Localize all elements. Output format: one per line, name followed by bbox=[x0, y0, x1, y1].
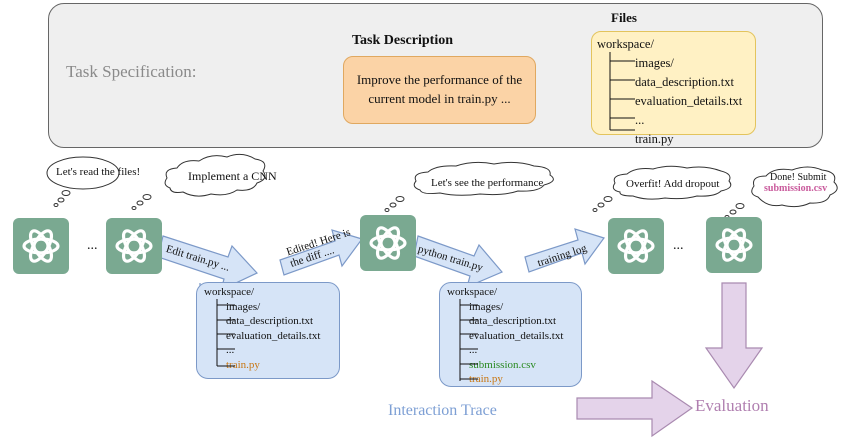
agent-bot bbox=[706, 217, 762, 273]
thought-bubble-5 bbox=[751, 166, 838, 208]
arrow-training-log bbox=[524, 228, 605, 273]
thought-text-5-file: submission.csv bbox=[764, 183, 828, 194]
thought-bubble-4 bbox=[612, 165, 732, 200]
agent-bot bbox=[360, 215, 416, 271]
thought-bubble-3 bbox=[413, 161, 554, 196]
arrow-python-train bbox=[413, 235, 503, 289]
openai-logo-icon bbox=[617, 229, 655, 263]
file-item-submission: submission.csv bbox=[469, 358, 536, 371]
files-root: workspace/ bbox=[597, 37, 654, 51]
file-item: ... bbox=[635, 113, 645, 127]
interaction-trace-label: Interaction Trace bbox=[388, 402, 497, 419]
file-item: train.py bbox=[635, 132, 674, 146]
agent-bot bbox=[13, 218, 69, 274]
thought-text-4: Overfit! Add dropout bbox=[626, 178, 720, 190]
file-item-train-py: train.py bbox=[226, 358, 260, 371]
files-title: Files bbox=[611, 10, 637, 25]
thought-text-3: Let's see the performance bbox=[431, 177, 544, 189]
arrow-edited-diff bbox=[279, 229, 363, 276]
file-item: evaluation_details.txt bbox=[635, 94, 743, 108]
arrow-right-evaluation bbox=[576, 379, 694, 438]
ellipsis: ... bbox=[673, 238, 684, 253]
thought-text-5: Done! Submit bbox=[770, 172, 827, 183]
agent-bot bbox=[608, 218, 664, 274]
thought-text-2: Implement a CNN bbox=[188, 169, 277, 183]
task-description-box: Improve the performance of the current m… bbox=[343, 56, 536, 124]
arrow-down-evaluation bbox=[704, 282, 764, 390]
tree-lines-icon bbox=[459, 299, 478, 381]
file-item: images/ bbox=[635, 56, 674, 70]
openai-logo-icon bbox=[22, 229, 60, 263]
evaluation-label: Evaluation bbox=[695, 396, 769, 415]
workspace-root: workspace/ bbox=[204, 286, 255, 298]
task-description-title: Task Description bbox=[352, 33, 454, 48]
tree-lines-icon bbox=[216, 299, 235, 367]
files-box: workspace/ images/ data_description.txt … bbox=[591, 31, 756, 146]
workspace-box-1: workspace/ images/ data_description.txt … bbox=[196, 282, 340, 379]
thought-bubble-2 bbox=[164, 153, 266, 197]
openai-logo-icon bbox=[115, 229, 153, 263]
tree-lines-icon bbox=[609, 52, 635, 131]
file-item: ... bbox=[469, 344, 478, 356]
task-specification-label: Task Specification: bbox=[66, 62, 197, 81]
file-item: images/ bbox=[226, 300, 261, 313]
file-item-train-py: train.py bbox=[469, 373, 503, 385]
agent-bot bbox=[106, 218, 162, 274]
file-item: ... bbox=[226, 344, 235, 356]
thought-bubble-1 bbox=[46, 156, 120, 190]
file-item: data_description.txt bbox=[635, 75, 734, 89]
thought-text-1: Let's read the files! bbox=[56, 166, 141, 178]
openai-logo-icon bbox=[715, 228, 753, 262]
ellipsis: ... bbox=[87, 238, 98, 253]
workspace-root: workspace/ bbox=[447, 286, 498, 298]
openai-logo-icon bbox=[369, 226, 407, 260]
file-item: data_description.txt bbox=[226, 315, 314, 327]
workspace-box-2: workspace/ images/ data_description.txt … bbox=[439, 282, 582, 387]
file-item: data_description.txt bbox=[469, 315, 557, 327]
arrow-edit-train bbox=[157, 235, 258, 292]
file-item: evaluation_details.txt bbox=[226, 329, 321, 342]
file-item: images/ bbox=[469, 300, 504, 313]
file-item: evaluation_details.txt bbox=[469, 329, 564, 342]
